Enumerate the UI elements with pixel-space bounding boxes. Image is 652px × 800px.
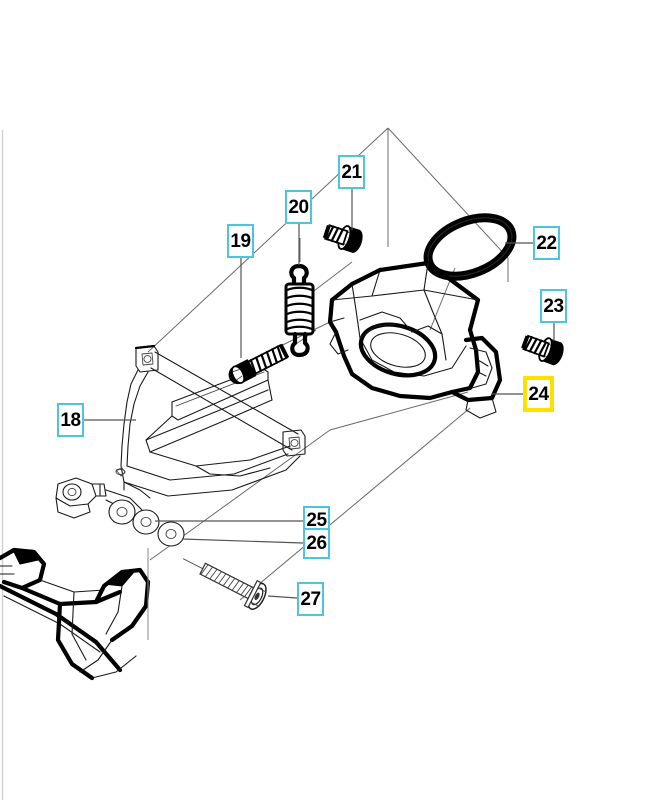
- part-22-o-ring-gasket: [423, 213, 517, 281]
- callout-box-27[interactable]: 27: [297, 582, 324, 616]
- callout-label-21: 21: [341, 161, 362, 183]
- callout-box-23[interactable]: 23: [540, 289, 567, 323]
- callout-label-27: 27: [300, 588, 321, 610]
- part-19-screw: [228, 343, 290, 385]
- callout-label-20: 20: [288, 196, 309, 218]
- part-18-mounting-bracket: [55, 344, 306, 524]
- callout-label-18: 18: [60, 409, 81, 431]
- callout-box-18[interactable]: 18: [57, 403, 84, 437]
- callout-box-24-highlighted[interactable]: 24: [523, 376, 554, 412]
- parts-25-26-washers: [108, 499, 185, 547]
- callout-label-22: 22: [536, 232, 557, 254]
- callout-box-19[interactable]: 19: [227, 224, 254, 258]
- part-20-tension-spring: [284, 263, 315, 358]
- part-lower-left-assembly: [0, 547, 151, 681]
- callout-label-19: 19: [230, 230, 251, 252]
- callout-box-22[interactable]: 22: [533, 226, 560, 260]
- part-24-intake-manifold-housing: [327, 260, 503, 419]
- callout-box-21[interactable]: 21: [338, 155, 365, 189]
- part-23-flange-bolt: [521, 334, 564, 366]
- callout-label-24: 24: [528, 383, 549, 405]
- callout-box-26[interactable]: 26: [303, 528, 330, 559]
- callout-label-26: 26: [306, 533, 327, 554]
- callout-box-20[interactable]: 20: [285, 190, 312, 224]
- part-21-flange-bolt: [322, 224, 363, 253]
- callout-label-23: 23: [543, 295, 564, 317]
- part-27-long-screw: [182, 558, 267, 610]
- callout-leader-lines: [84, 189, 555, 599]
- callout-label-25: 25: [306, 509, 327, 531]
